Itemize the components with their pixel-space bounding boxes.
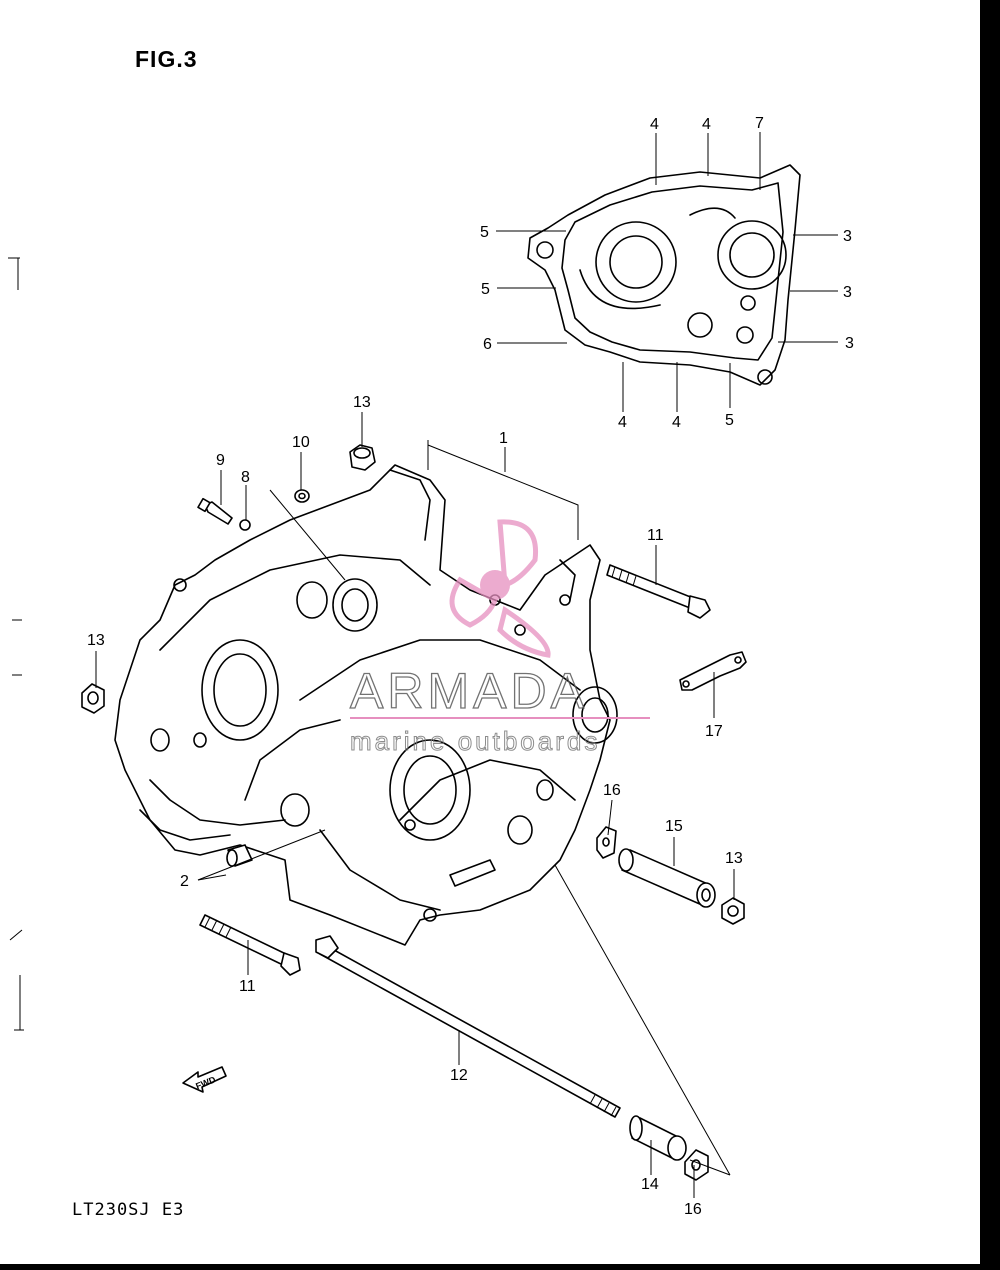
washer-16-lower <box>684 1149 709 1181</box>
assembly-guide-line-2 <box>197 829 326 881</box>
assembly-guide-line <box>554 864 731 1176</box>
callout-9: 9 <box>216 452 225 469</box>
callout-5: 5 <box>725 412 734 429</box>
callout-3: 3 <box>843 228 852 245</box>
callout-16: 16 <box>684 1201 702 1218</box>
washer-8 <box>239 519 251 531</box>
watermark-brand: ARMADA <box>350 663 588 719</box>
bolt-9 <box>197 497 233 525</box>
bolt-11-lower <box>199 914 301 976</box>
bolt-11-upper <box>606 564 711 619</box>
crankcase-gasket <box>527 164 801 386</box>
callout-3: 3 <box>845 335 854 352</box>
callout-leaders <box>95 132 838 1198</box>
callout-14: 14 <box>641 1176 659 1193</box>
callout-13: 13 <box>353 394 371 411</box>
callout-5: 5 <box>481 281 490 298</box>
callout-4: 4 <box>650 116 659 133</box>
scan-border-bottom <box>0 1264 1000 1270</box>
callout-11: 11 <box>239 978 256 995</box>
callout-13: 13 <box>725 850 743 867</box>
figure-title: FIG.3 <box>135 46 198 72</box>
nut-13-left <box>81 683 105 714</box>
bracket-17 <box>679 651 747 691</box>
callout-2: 2 <box>180 873 189 890</box>
callout-11: 11 <box>647 527 664 544</box>
scan-border-right <box>980 0 1000 1270</box>
callout-5: 5 <box>480 224 489 241</box>
nut-13-right <box>721 897 745 925</box>
callout-12: 12 <box>450 1067 468 1084</box>
callout-4: 4 <box>702 116 711 133</box>
nut-13-top <box>349 444 376 471</box>
watermark-logo-icon <box>449 519 551 658</box>
watermark-tagline: marine outboards <box>350 726 600 756</box>
callout-7: 7 <box>755 115 764 132</box>
callout-15: 15 <box>665 818 683 835</box>
model-code: LT230SJ E3 <box>72 1200 185 1220</box>
assembly-guide-line-3 <box>269 489 346 581</box>
crankcase-assembly <box>114 440 618 946</box>
callout-4: 4 <box>672 414 681 431</box>
callout-10: 10 <box>292 434 310 451</box>
sleeve-14 <box>629 1115 687 1161</box>
stud-bolt-12 <box>315 935 621 1118</box>
callout-13: 13 <box>87 632 105 649</box>
callout-4: 4 <box>618 414 627 431</box>
sleeve-15 <box>618 848 716 908</box>
callout-8: 8 <box>241 469 250 486</box>
callout-16: 16 <box>603 782 621 799</box>
callout-1: 1 <box>499 430 508 447</box>
callout-3: 3 <box>843 284 852 301</box>
fwd-arrow-icon: FWD <box>182 1066 227 1093</box>
washer-16-upper <box>596 826 617 859</box>
scan-edge-marks <box>8 257 24 1031</box>
callout-17: 17 <box>705 723 723 740</box>
callout-6: 6 <box>483 336 492 353</box>
washer-10 <box>294 489 310 503</box>
